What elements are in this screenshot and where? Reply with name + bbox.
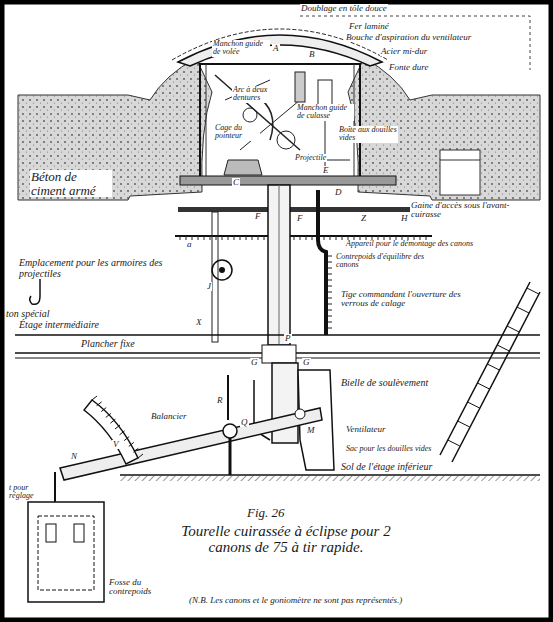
part-label: Bielle de soulèvement xyxy=(340,378,429,389)
callout-letter: F xyxy=(254,212,262,221)
part-label: Étage intermédiaire xyxy=(18,320,100,331)
part-label: Arc à deux dentures xyxy=(232,86,278,103)
part-label: Fer laminé xyxy=(348,22,390,31)
part-label: Balancier xyxy=(150,412,188,421)
callout-letter: Q xyxy=(240,418,249,427)
callout-letter: Z xyxy=(360,214,367,223)
part-label: ton spécial xyxy=(5,309,51,320)
part-label: t pour réglage xyxy=(8,484,54,501)
callout-letter: X xyxy=(195,318,203,327)
callout-letter: B xyxy=(308,50,316,59)
part-label: Bouche d'aspiration du ventilateur xyxy=(345,33,472,42)
part-label: Manchon guide de culasse xyxy=(296,104,354,121)
part-label: Ventilateur xyxy=(345,425,387,434)
part-label: Sol de l'étage inférieur xyxy=(340,462,433,473)
note-label: (N.B. Les canons et le goniomètre ne son… xyxy=(188,596,490,605)
callout-letter: J xyxy=(206,282,212,291)
callout-letter: M xyxy=(306,426,316,435)
part-label: Cage du pointeur xyxy=(214,124,260,141)
part-label: Boîte aux douilles vides xyxy=(338,126,398,143)
part-label: Sac pour les douilles vides xyxy=(345,445,437,453)
callout-letter: R xyxy=(216,396,224,405)
callout-letter: D xyxy=(334,188,343,197)
callout-letter: V xyxy=(112,440,120,449)
part-label: Doublage en tôle douce xyxy=(300,4,388,13)
callout-letter: P xyxy=(284,334,292,343)
note-label: Emplacement pour les armoires des projec… xyxy=(18,258,180,279)
callout-letter: N xyxy=(70,452,78,461)
part-label: Fosse du contrepoids xyxy=(108,578,174,597)
part-label: Gaine d'accès sous l'avant-cuirasse xyxy=(410,201,522,220)
part-label: Contrepoids d'équilibre des canons xyxy=(335,253,447,270)
figure-number: Fig. 26 xyxy=(246,506,286,520)
callout-letter: a xyxy=(186,240,193,249)
callout-letter: H xyxy=(400,214,409,223)
callout-letter: C xyxy=(232,178,240,187)
part-label: Béton de ciment armé xyxy=(30,170,112,197)
part-label: Acier mi-dur xyxy=(380,47,428,56)
callout-letter: A xyxy=(272,44,280,53)
part-label: Tige commandant l'ouverture des verrous … xyxy=(340,290,462,309)
callout-letter: G xyxy=(302,358,311,367)
figure-caption: Tourelle cuirassée à éclipse pour 2 cano… xyxy=(160,524,412,556)
callout-letter: E xyxy=(322,166,330,175)
part-label: Appareil pour le démontage des canons xyxy=(345,240,507,248)
part-label: Projectile xyxy=(294,154,327,162)
callout-letter: F xyxy=(296,214,304,223)
callout-letter: G xyxy=(250,358,259,367)
part-label: Plancher fixe xyxy=(80,339,136,350)
part-label: Fonte dure xyxy=(388,63,429,72)
part-label: Manchon guide de volée xyxy=(212,40,270,57)
